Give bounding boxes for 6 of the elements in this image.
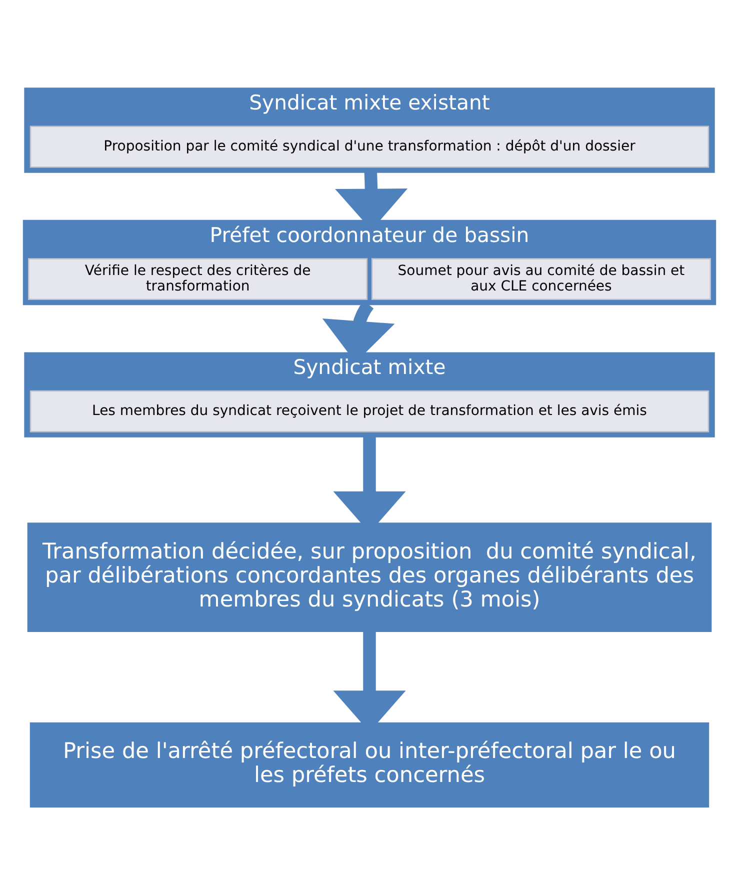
node-box: Les membres du syndicat reçoivent le projet de transformation et les avis émis: [30, 390, 710, 432]
node-box: Vérifie le respect des critères de transformation: [28, 258, 368, 300]
node-box: Prise de l'arrêté préfectoral ou inter-préfectoral par le ou les préfets concernés: [30, 722, 710, 808]
node-box: Transformation décidée, sur proposition du comité syndical, par délibérations concordantes des organes délibérants des membres du syndicats (3 mois): [27, 522, 712, 632]
node-box: Proposition par le comité syndical d'une transformation : dépôt d'un dossier: [30, 125, 710, 168]
node-box: Soumet pour avis au comité de bassin et aux CLE concernées: [371, 258, 712, 300]
